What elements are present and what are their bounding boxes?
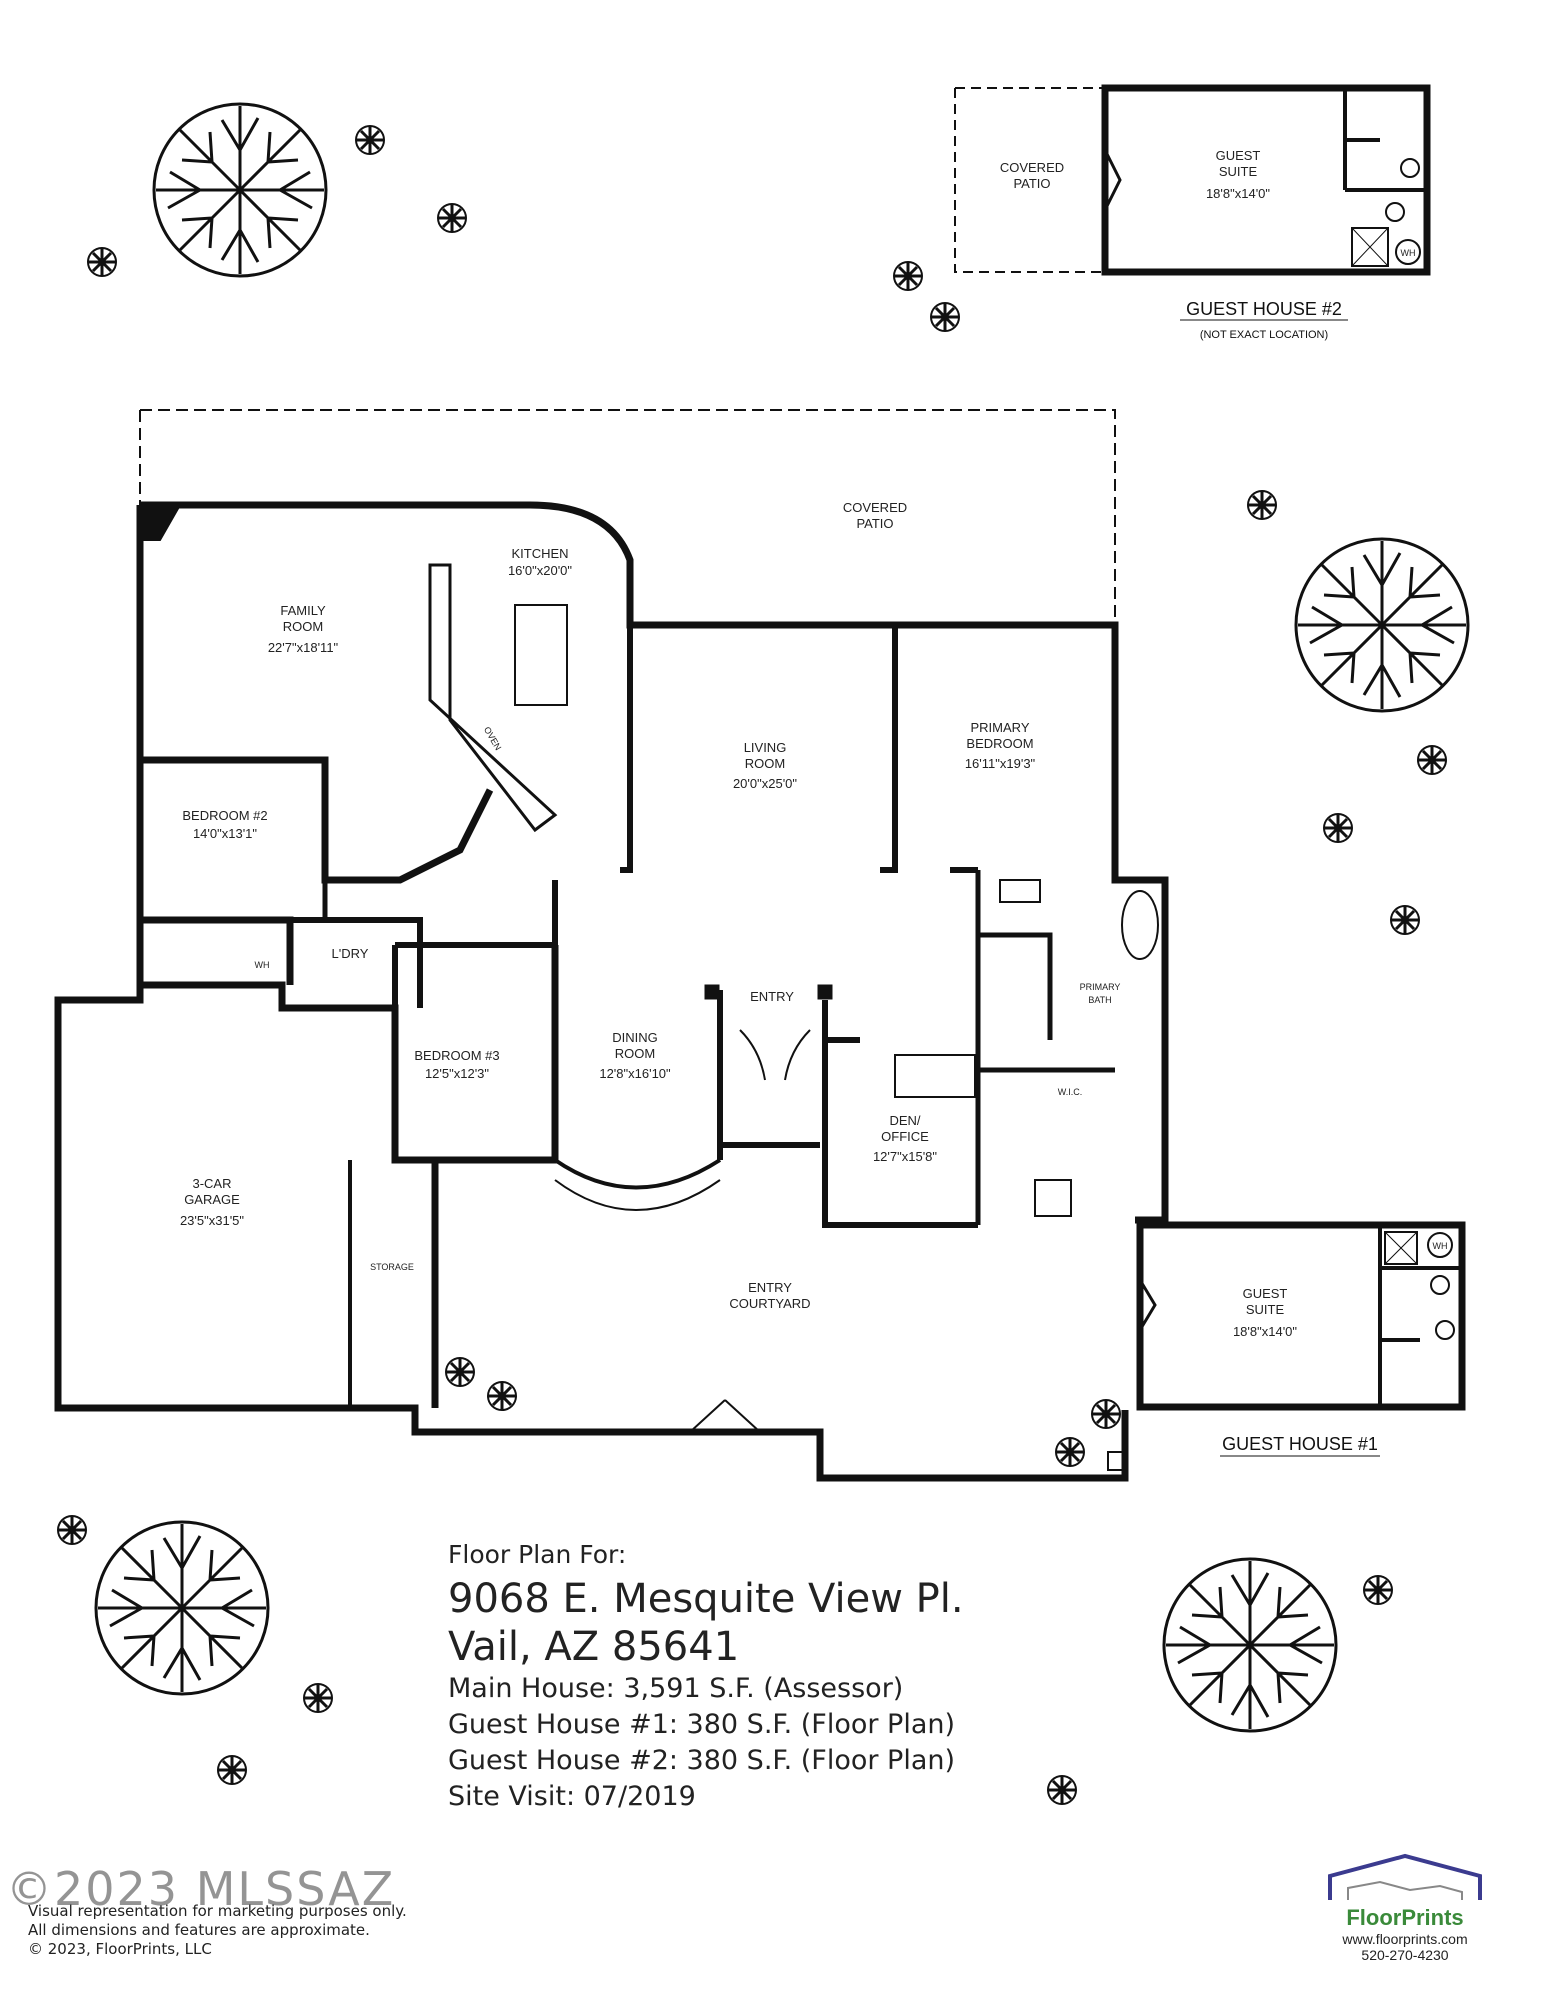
shrub-icon: [1322, 812, 1354, 844]
kitchen-dim: 16'0"x20'0": [508, 563, 572, 578]
storage-label: STORAGE: [370, 1262, 414, 1272]
living-room-dim: 20'0"x25'0": [733, 776, 797, 791]
oven-label: OVEN: [482, 725, 503, 752]
wic-label: W.I.C.: [1058, 1087, 1083, 1097]
logo-brand: FloorPrints: [1346, 1905, 1464, 1930]
shrub-icon: [56, 1514, 88, 1546]
shrub-icon: [354, 124, 386, 156]
gh2-subtitle: (NOT EXACT LOCATION): [1200, 329, 1328, 341]
main-house: [54, 409, 1169, 1482]
address-line-1: 9068 E. Mesquite View Pl.: [448, 1576, 964, 1622]
guest-house-1: [1136, 1221, 1466, 1411]
garage-dim: 23'5"x31'5": [180, 1213, 244, 1228]
kitchen-label: KITCHEN: [511, 546, 568, 561]
logo-website: www.floorprints.com: [1342, 1931, 1468, 1947]
primary-bedroom-dim: 16'11"x19'3": [965, 756, 1036, 771]
main-house-sf: Main House: 3,591 S.F. (Assessor): [448, 1673, 904, 1704]
shrub-icon: [1054, 1436, 1086, 1468]
dining-room-dim: 12'8"x16'10": [599, 1066, 671, 1081]
floorprints-logo: FloorPrints www.floorprints.com 520-270-…: [1300, 1852, 1510, 1963]
tree-icon: [152, 102, 328, 278]
den-office-dim: 12'7"x15'8": [873, 1149, 937, 1164]
tree-icon: [94, 1520, 270, 1696]
footer-disclaimer: Visual representation for marketing purp…: [28, 1902, 407, 1959]
gh1-water-heater-label: WH: [1433, 1241, 1448, 1251]
guest-house-2: [954, 84, 1431, 276]
mls-watermark: ©2023 MLSSAZ: [6, 1862, 396, 1916]
shrub-icon: [86, 246, 118, 278]
bedroom2-label: BEDROOM #2: [182, 808, 267, 823]
logo-phone: 520-270-4230: [1361, 1947, 1449, 1963]
water-heater-label: WH: [255, 960, 270, 970]
shrub-icon: [302, 1682, 334, 1714]
guest-house-1-sf: Guest House #1: 380 S.F. (Floor Plan): [448, 1709, 956, 1740]
tree-icon: [1162, 1557, 1338, 1733]
bedroom3-label: BEDROOM #3: [414, 1048, 499, 1063]
den-office-label: DEN/OFFICE: [881, 1113, 929, 1144]
gh1-suite-dim: 18'8"x14'0": [1233, 1324, 1297, 1339]
bedroom2-dim: 14'0"x13'1": [193, 826, 257, 841]
shrub-icon: [892, 260, 924, 292]
laundry-label: L'DRY: [332, 946, 369, 961]
address-line-2: Vail, AZ 85641: [448, 1624, 740, 1670]
guest-house-2-sf: Guest House #2: 380 S.F. (Floor Plan): [448, 1745, 956, 1776]
floor-plan-info: Floor Plan For: 9068 E. Mesquite View Pl…: [448, 1540, 1148, 1815]
entry-label: ENTRY: [750, 989, 794, 1004]
family-room-dim: 22'7"x18'11": [268, 640, 339, 655]
shrub-icon: [1416, 744, 1448, 776]
gh1-title: GUEST HOUSE #1: [1222, 1434, 1378, 1454]
gh2-title: GUEST HOUSE #2: [1186, 299, 1342, 319]
shrub-icon: [1362, 1574, 1394, 1606]
site-visit: Site Visit: 07/2019: [448, 1781, 696, 1812]
shrub-icon: [486, 1380, 518, 1412]
gh2-suite-dim: 18'8"x14'0": [1206, 186, 1270, 201]
copyright: © 2023, FloorPrints, LLC: [28, 1940, 212, 1958]
gh2-water-heater-label: WH: [1401, 248, 1416, 258]
shrub-icon: [436, 202, 468, 234]
shrub-icon: [1389, 904, 1421, 936]
info-intro: Floor Plan For:: [448, 1540, 627, 1569]
bedroom3-dim: 12'5"x12'3": [425, 1066, 489, 1081]
shrub-icon: [444, 1356, 476, 1388]
house-roof-icon: [1328, 1853, 1482, 1900]
tree-icon: [1294, 537, 1470, 713]
shrub-icon: [1090, 1398, 1122, 1430]
shrub-icon: [929, 301, 961, 333]
shrub-icon: [216, 1754, 248, 1786]
disclaimer-marketing: Visual representation for marketing purp…: [28, 1902, 407, 1920]
disclaimer-dimensions: All dimensions and features are approxim…: [28, 1921, 370, 1939]
shrub-icon: [1246, 489, 1278, 521]
